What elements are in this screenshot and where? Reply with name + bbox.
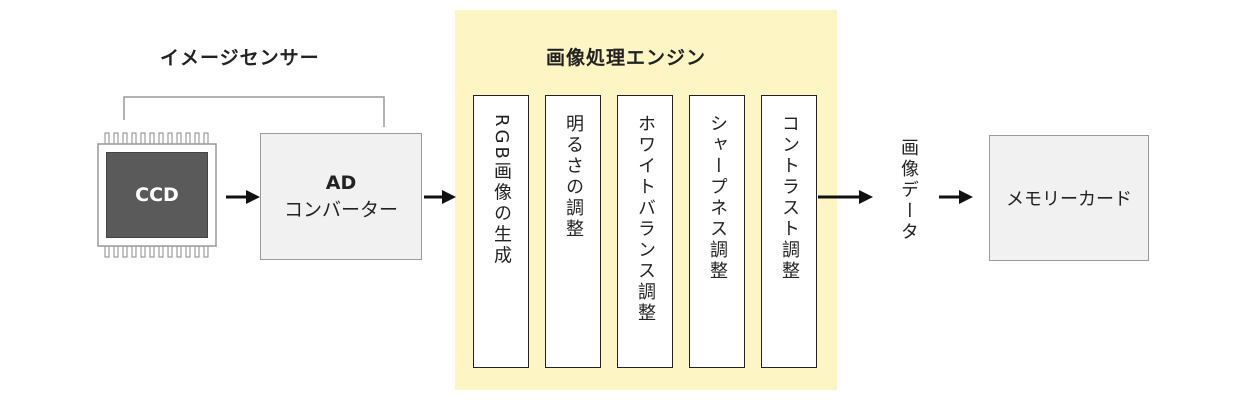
stage-label: 明るさの調整 <box>563 114 584 240</box>
sensor-bracket-line <box>123 96 385 127</box>
stage-label: シャープネス調整 <box>707 114 728 282</box>
image-engine-title: 画像処理エンジン <box>546 47 707 69</box>
stage-white-balance: ホワイトバランス調整 <box>617 95 673 368</box>
memory-card-box: メモリーカード <box>989 135 1149 261</box>
ad-converter-label-line1: AD <box>325 171 357 194</box>
arrow-engine-to-data <box>818 190 873 204</box>
stage-rgb-generation: RGB画像の生成 <box>473 95 529 368</box>
image-sensor-title: イメージセンサー <box>160 47 320 69</box>
stage-sharpness: シャープネス調整 <box>689 95 745 368</box>
stage-label: コントラスト調整 <box>779 114 800 282</box>
stage-label: RGB画像の生成 <box>491 114 512 267</box>
ad-converter-label-line2: コンバーター <box>283 198 398 221</box>
stage-label: ホワイトバランス調整 <box>635 114 656 324</box>
image-data-label-wrap: 画像データ <box>893 138 923 243</box>
ccd-chip: CCD <box>106 152 208 238</box>
stage-contrast: コントラスト調整 <box>761 95 817 368</box>
arrow-ad-to-engine <box>424 190 456 204</box>
arrow-ccd-to-ad <box>226 190 260 204</box>
flow-arrows <box>226 190 973 204</box>
ccd-top-pins <box>104 132 209 145</box>
ad-converter-box: AD コンバーター <box>260 133 422 260</box>
image-data-label: 画像データ <box>898 138 919 243</box>
ccd-bottom-pins <box>104 245 209 258</box>
arrow-data-to-card <box>939 190 973 204</box>
ccd-label: CCD <box>135 184 179 206</box>
memory-card-label: メモリーカード <box>1006 189 1132 210</box>
stage-brightness: 明るさの調整 <box>545 95 601 368</box>
